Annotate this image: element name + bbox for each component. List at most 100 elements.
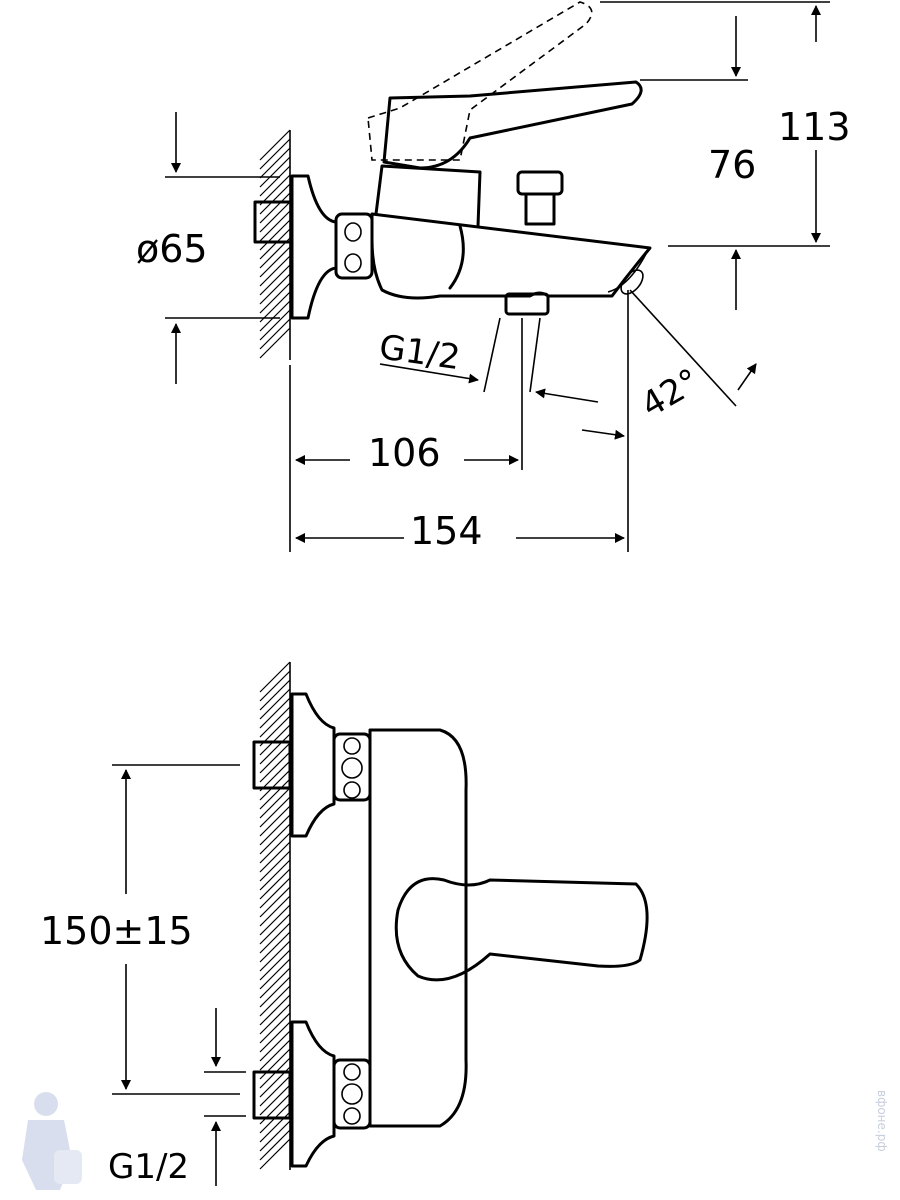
hatch-line: [259, 255, 291, 287]
hatch-line: [259, 147, 291, 179]
hatch-line: [259, 949, 291, 981]
hatch-line: [259, 958, 291, 990]
hatch-line: [259, 976, 291, 1008]
lever-handle: [382, 80, 643, 170]
hatch-line: [259, 814, 291, 846]
hatch-line: [259, 273, 291, 305]
hatch-line: [259, 246, 291, 278]
hatch-line: [259, 679, 291, 711]
body-curve: [448, 224, 465, 290]
hatch-line: [259, 859, 291, 891]
dim-center-distance: 150±15: [40, 909, 193, 953]
mixer-body-front: [368, 728, 468, 1128]
hatch-line: [259, 1048, 291, 1080]
hatch-line: [259, 201, 291, 233]
hatch-line: [259, 264, 291, 296]
hatch-line: [259, 841, 291, 873]
hatch-line: [259, 823, 291, 855]
hatch-line: [259, 309, 291, 341]
hatch-line: [259, 832, 291, 864]
lever-open-position: [367, 1, 593, 161]
hatch-line: [259, 1012, 291, 1044]
hatch-line: [259, 742, 291, 774]
hatch-line: [259, 1021, 291, 1053]
hatch-line: [259, 670, 291, 702]
watermark-text: вфоне.рф: [875, 1090, 889, 1152]
hatch-line: [259, 760, 291, 792]
hatch-line: [259, 706, 291, 738]
hatch-line: [259, 228, 291, 260]
dim-total-depth: 154: [410, 509, 483, 553]
eccentric-connector-top: [252, 740, 292, 790]
dim-outlet-distance: 106: [368, 431, 441, 475]
cartridge-housing: [374, 164, 482, 228]
union-nut-bottom: [332, 1058, 372, 1130]
hatch-line: [259, 219, 291, 251]
union-nut: [334, 212, 374, 280]
hatch-line: [259, 138, 291, 170]
hatch-line: [259, 922, 291, 954]
wall-hatch-bottom: [259, 661, 291, 1170]
hatch-line: [259, 787, 291, 819]
hatch-line: [259, 1075, 291, 1107]
dim-flange-diameter: ø65: [136, 227, 208, 271]
hatch-line: [259, 733, 291, 765]
mixer-body: [370, 212, 652, 300]
dim-thread-front: G1/2: [108, 1147, 189, 1187]
wall-flange-top: [290, 692, 336, 838]
wall-hatch-top: [259, 129, 291, 360]
hatch-line: [259, 1120, 291, 1152]
hatch-line: [259, 985, 291, 1017]
side-view: 113 76 ø65 G1/2 106 154 42°: [136, 1, 851, 553]
hatch-line: [259, 156, 291, 188]
hatch-line: [259, 940, 291, 972]
wall-flange-bottom: [290, 1020, 336, 1168]
shower-outlet: [504, 292, 550, 316]
hatch-line: [259, 129, 291, 161]
dim-thread-side: G1/2: [377, 327, 463, 378]
wall-flange: [290, 174, 338, 320]
hatch-line: [259, 868, 291, 900]
hatch-line: [259, 192, 291, 224]
hatch-line: [259, 850, 291, 882]
hatch-line: [259, 994, 291, 1026]
hatch-line: [259, 904, 291, 936]
hatch-line: [259, 1084, 291, 1116]
hatch-line: [259, 282, 291, 314]
diverter-knob: [516, 170, 564, 226]
hatch-line: [259, 805, 291, 837]
hatch-line: [259, 1039, 291, 1071]
hatch-line: [259, 1003, 291, 1035]
front-view: 150±15 G1/2: [40, 661, 649, 1187]
hatch-line: [259, 877, 291, 909]
hatch-line: [259, 1030, 291, 1062]
hatch-line: [259, 183, 291, 215]
hatch-line: [259, 300, 291, 332]
watermark-logo: вфоне.рф: [22, 1090, 889, 1190]
dim-spout-height: 76: [708, 143, 756, 187]
hatch-line: [259, 967, 291, 999]
hatch-line: [259, 796, 291, 828]
hatch-line: [259, 697, 291, 729]
hatch-line: [259, 210, 291, 242]
hatch-line: [259, 174, 291, 206]
hatch-line: [259, 769, 291, 801]
hatch-line: [259, 751, 291, 783]
hatch-line: [259, 165, 291, 197]
dim-total-height: 113: [778, 105, 851, 149]
hatch-line: [259, 1129, 291, 1161]
hatch-line: [259, 327, 291, 359]
eccentric-connector-bottom: [252, 1070, 292, 1120]
hatch-line: [259, 688, 291, 720]
union-nut-top: [332, 732, 372, 802]
hatch-line: [259, 1138, 291, 1170]
hatch-line: [259, 895, 291, 927]
hatch-line: [259, 886, 291, 918]
lever-front: [394, 877, 649, 982]
hatch-line: [259, 778, 291, 810]
hatch-line: [259, 291, 291, 323]
hatch-line: [259, 318, 291, 350]
hatch-line: [259, 931, 291, 963]
hatch-line: [259, 913, 291, 945]
